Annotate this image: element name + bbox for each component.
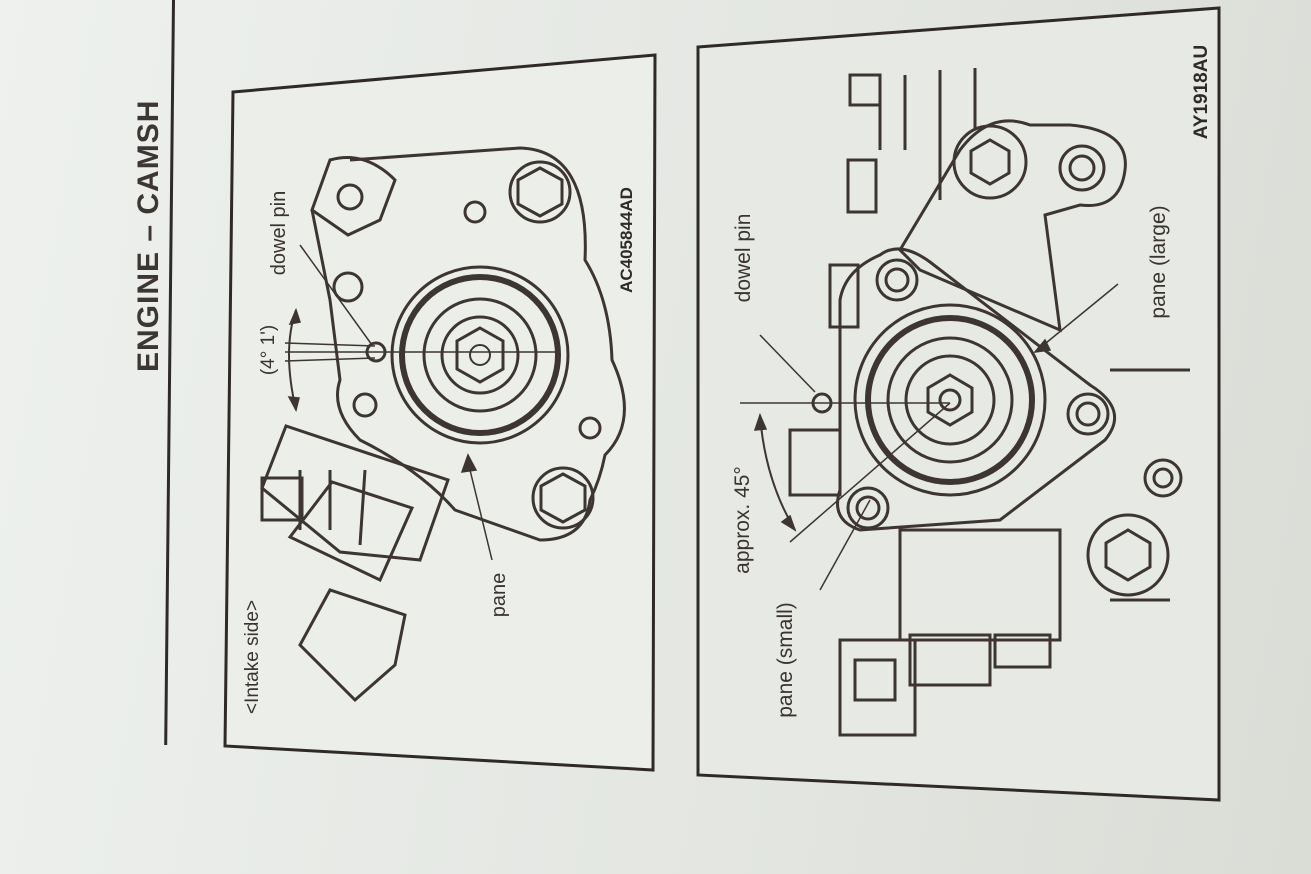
pane-small-label: pane (small) [774, 602, 797, 718]
figure-right: AY1918AU dowel pin approx. 45° pane (sma… [696, 6, 1221, 802]
figure-left: AC405844AD <Intake side> (4° 1') dowel p… [223, 53, 657, 772]
actuator-housing [310, 146, 626, 542]
cam-sprocket [390, 265, 570, 445]
engine-background [788, 68, 1190, 737]
solenoid-drawing [260, 424, 450, 703]
right-dowel-pin-marker [811, 392, 833, 414]
intake-side-label: <Intake side> [242, 600, 263, 714]
bracket [898, 119, 1127, 333]
figure-left-code: AC405844AD [617, 187, 636, 293]
right-dowel-pin-label: dowel pin [732, 214, 755, 303]
reference-lines [284, 244, 555, 561]
left-angle-label: (4° 1') [258, 325, 279, 375]
figure-right-code: AY1918AU [1191, 45, 1212, 139]
pane-large-label: pane (large) [1147, 205, 1170, 318]
left-pane-label: pane [488, 573, 510, 618]
right-angle-label: approx. 45° [731, 466, 754, 574]
cam-plate [836, 247, 1183, 597]
left-dowel-pin-label: dowel pin [268, 191, 290, 276]
dowel-pin-marker [365, 341, 387, 363]
right-reference-lines [740, 283, 1119, 591]
figure-left-frame [223, 53, 657, 772]
